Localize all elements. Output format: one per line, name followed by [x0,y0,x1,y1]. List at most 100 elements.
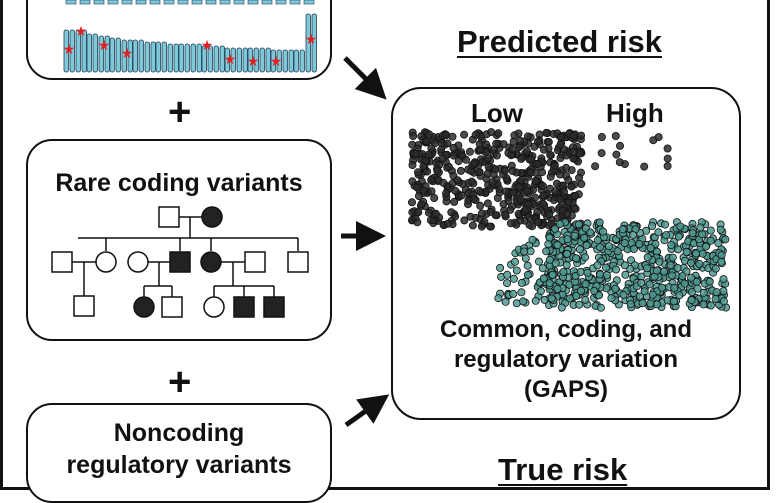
high-risk-dot [699,288,708,297]
low-risk-dot [508,144,517,153]
chromosome-icon [207,45,213,73]
high-risk-dot [599,227,608,236]
high-risk-dot [501,297,510,306]
chromosome-icons: ★★★★★★★★★ [63,0,317,73]
low-risk-dot [502,187,511,196]
high-risk-dot [717,251,726,260]
low-risk-dot [492,139,501,148]
chromosome-icon [191,0,203,5]
high-risk-dot [655,257,664,266]
low-risk-dot [419,186,428,195]
high-risk-dot [648,290,657,299]
low-risk-dot [408,177,417,186]
high-risk-dot [716,225,725,234]
low-risk-dot [425,130,434,139]
high-risk-dot [563,249,572,258]
chromosome-icon [190,43,196,73]
low-risk-dot [562,163,571,172]
chromosome-icon [79,0,91,5]
high-risk-dot [692,249,701,258]
variant-star-icon: ★ [247,53,260,69]
high-risk-dot [576,267,585,276]
high-risk-dot [582,241,591,250]
arrow-icons [341,56,390,428]
chromosome-icon [144,41,150,73]
high-risk-dot [570,231,579,240]
chromosome-icon [121,39,127,73]
high-risk-dot [618,225,627,234]
chromosome-icon [289,0,301,5]
chromosome-icon [92,33,98,73]
low-risk-dot [413,183,422,192]
high-risk-dot [586,228,595,237]
low-risk-dot [597,149,606,158]
variant-star-icon: ★ [98,37,111,53]
chromosome-icon [75,29,81,73]
high-risk-dot [555,220,564,229]
chromosome-icon [109,37,115,73]
low-risk-dot [495,184,504,193]
low-risk-dot [470,159,479,168]
low-risk-dot [465,147,474,156]
high-risk-dot [517,278,526,287]
chromosome-icon [107,0,119,5]
low-risk-dot [461,155,470,164]
low-risk-dot [451,186,460,195]
low-risk-dot [413,168,422,177]
low-risk-dot [539,191,548,200]
low-risk-dot [449,143,458,152]
low-risk-dot [483,154,492,163]
low-risk-dot [460,216,469,225]
high-risk-dot [668,253,677,262]
chromosome-icon [93,0,105,5]
chromosome-icon [104,35,110,73]
low-risk-dot [546,150,555,159]
high-risk-dot [698,249,707,258]
high-risk-dot [602,263,611,272]
high-risk-dot [620,239,629,248]
low-risk-dot [517,176,526,185]
high-risk-dot [538,264,547,273]
caption-line2: regulatory variation [453,346,679,373]
low-risk-dot [509,188,518,197]
chromosome-icon [305,13,311,73]
chromosome-icon [213,45,219,73]
low-risk-dot [569,131,578,140]
low-risk-dot [438,154,447,163]
high-risk-dot [581,280,590,289]
low-risk-dot [427,187,436,196]
high-risk-dot [674,245,683,254]
low-risk-dot [533,217,542,226]
low-risk-dot [516,136,525,145]
risk-scatter [407,128,731,312]
high-risk-dot [551,224,560,233]
high-risk-dot [643,253,652,262]
low-risk-dot [499,140,508,149]
low-risk-dot [545,210,554,219]
low-risk-dot [467,177,476,186]
low-risk-dot [500,166,509,175]
high-risk-label: High [606,98,664,128]
high-risk-dot [712,288,721,297]
chromosome-icon [270,49,276,73]
high-risk-dot [494,294,503,303]
high-risk-dot [542,247,551,256]
high-risk-dot [563,235,572,244]
high-risk-dot [652,300,661,309]
low-risk-dot [612,150,621,159]
chromosome-icon [282,49,288,73]
high-risk-dot [572,254,581,263]
pedigree-icon [51,206,309,318]
high-risk-dot [510,257,519,266]
low-risk-dot [571,191,580,200]
high-risk-dot [674,232,683,241]
chromosome-icon [230,47,236,73]
high-risk-dot [612,265,621,274]
low-risk-dot [477,209,486,218]
plus-sign-2: + [168,360,192,404]
caption-line3: (GAPS) [524,376,608,403]
high-risk-dot [698,230,707,239]
low-risk-dot [408,160,417,169]
low-risk-dot [534,137,543,146]
low-risk-dot [408,140,417,149]
